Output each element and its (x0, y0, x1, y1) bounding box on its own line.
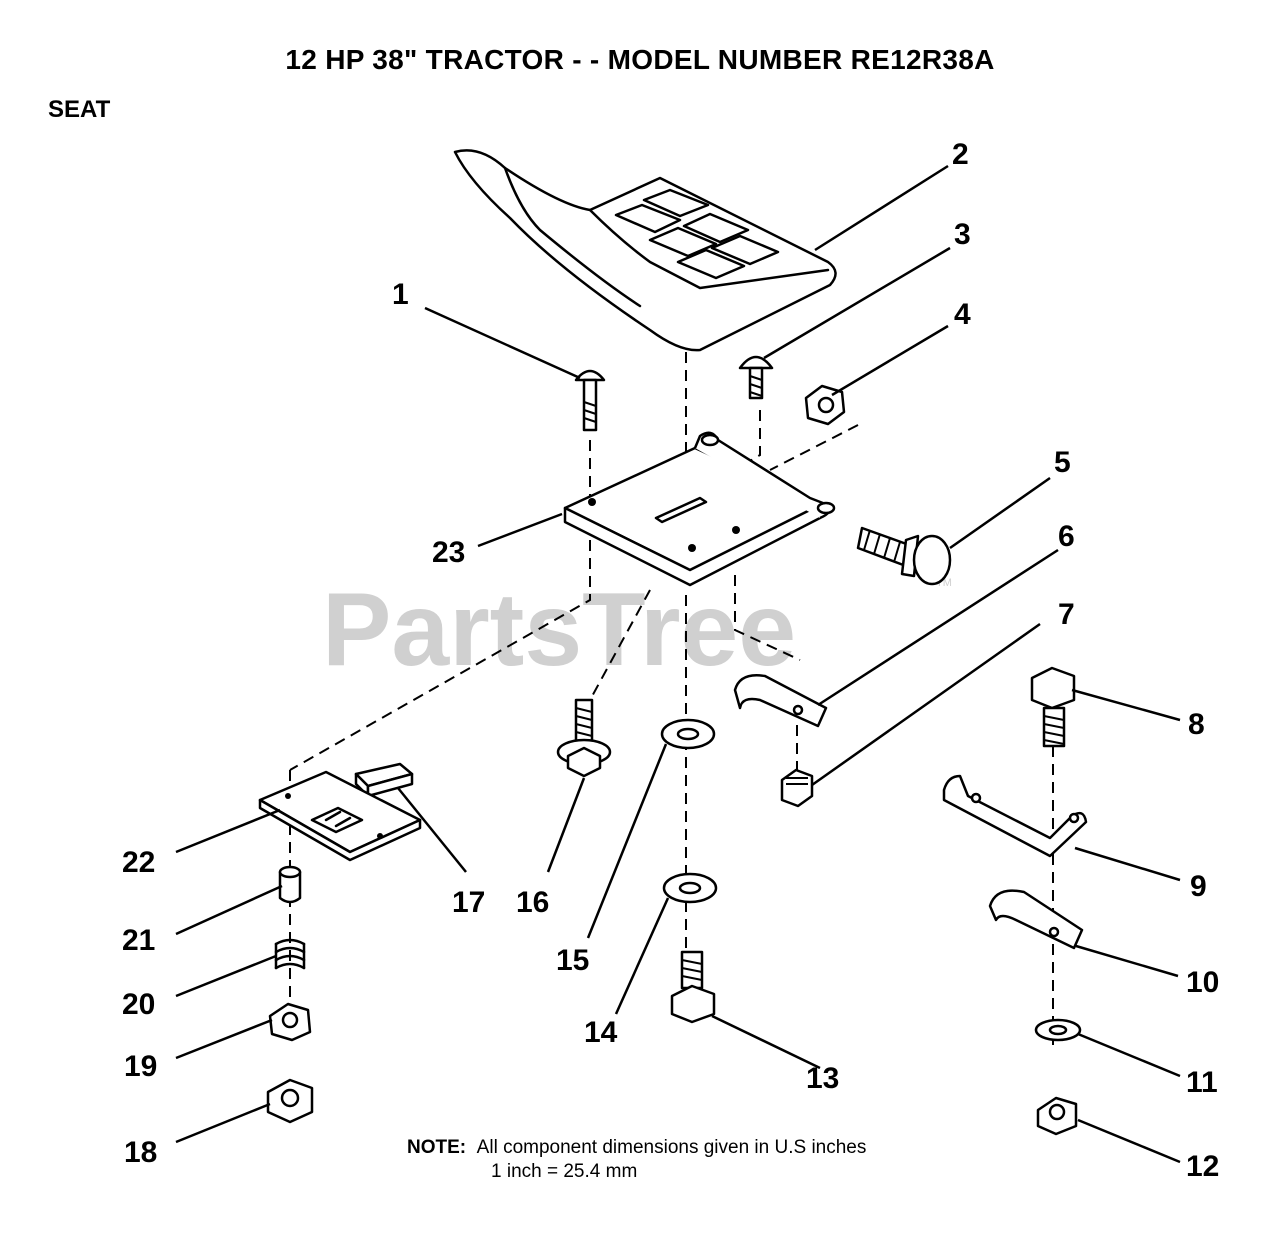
callout-23: 23 (432, 536, 465, 569)
dimension-note: NOTE: All component dimensions given in … (407, 1136, 866, 1184)
callout-21: 21 (122, 924, 155, 957)
callout-7: 7 (1058, 598, 1075, 631)
clip-part (988, 889, 1084, 950)
section-label: SEAT (48, 96, 111, 123)
hex-bolt-part-13 (670, 950, 716, 1024)
callout-19: 19 (124, 1050, 157, 1083)
shoulder-bolt-part (856, 526, 952, 586)
callout-13: 13 (806, 1062, 839, 1095)
washer-part-11 (1034, 1018, 1082, 1042)
callout-11: 11 (1186, 1066, 1218, 1099)
lock-nut-part (780, 768, 814, 808)
callout-4: 4 (954, 298, 971, 331)
diagram-title: 12 HP 38" TRACTOR - - MODEL NUMBER RE12R… (285, 44, 995, 75)
callout-12: 12 (1186, 1150, 1219, 1183)
callout-numbers: 1 2 3 4 5 6 7 8 9 10 11 12 13 14 15 16 1… (122, 138, 1219, 1183)
bracket-clip-part (733, 674, 828, 728)
hex-nut-part (804, 384, 846, 426)
note-line-2: 1 inch = 25.4 mm (491, 1161, 638, 1182)
leader-lines (175, 164, 1181, 1164)
seat-part (453, 149, 837, 352)
nut-part-12 (1036, 1096, 1078, 1136)
note-label: NOTE: (407, 1137, 467, 1158)
callout-17: 17 (452, 886, 485, 919)
callout-15: 15 (556, 944, 589, 977)
assembly-lines (289, 352, 1054, 1050)
callout-2: 2 (952, 138, 969, 171)
flange-bolt-part (556, 698, 612, 778)
callout-8: 8 (1188, 708, 1205, 741)
nut-part-18 (266, 1078, 314, 1124)
callout-16: 16 (516, 886, 549, 919)
angle-bracket-part (942, 774, 1088, 858)
seat-pan-part (563, 431, 836, 587)
washer-part-14 (662, 872, 718, 904)
callout-1: 1 (392, 278, 409, 311)
block-part (354, 762, 414, 798)
callout-3: 3 (954, 218, 971, 251)
callout-20: 20 (122, 988, 155, 1021)
callout-9: 9 (1190, 870, 1207, 903)
latch-plate-part (258, 770, 422, 862)
callout-5: 5 (1054, 446, 1071, 479)
callout-14: 14 (584, 1016, 618, 1049)
washer-part-15 (660, 718, 716, 750)
watermark-text: PartsTree (322, 572, 796, 688)
note-line-1: All component dimensions given in U.S in… (476, 1137, 867, 1158)
pin-part (278, 865, 302, 904)
nut-part-19 (268, 1002, 312, 1042)
callout-18: 18 (124, 1136, 157, 1169)
callout-10: 10 (1186, 966, 1219, 999)
carriage-bolt-part (574, 369, 606, 432)
round-head-screw-part (738, 355, 774, 400)
hex-bolt-part (1030, 666, 1076, 748)
callout-22: 22 (122, 846, 155, 879)
callout-6: 6 (1058, 520, 1075, 553)
